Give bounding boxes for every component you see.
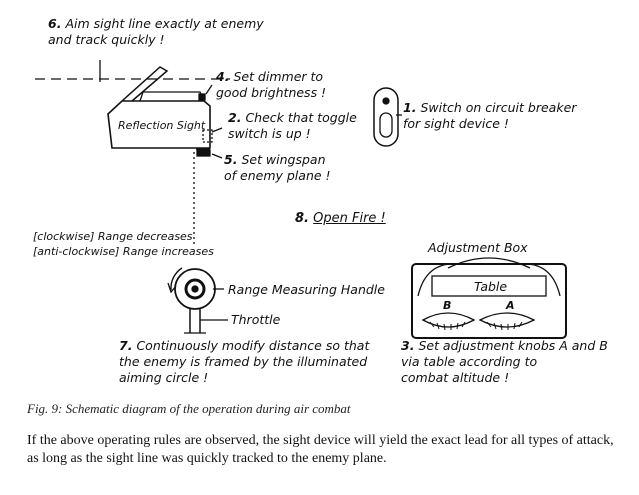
- step-2-label: 2. Check that toggle switch is up !: [228, 110, 357, 142]
- step-3-line3: combat altitude !: [401, 370, 510, 385]
- step-1-line1: Switch on circuit breaker: [420, 100, 577, 115]
- step-5-line1: Set wingspan: [241, 152, 326, 167]
- step-2-number: 2.: [228, 110, 242, 125]
- step-4-line1: Set dimmer to: [233, 69, 324, 84]
- range-increases-label: [anti-clockwise] Range increases: [33, 245, 214, 258]
- range-handle-label: Range Measuring Handle: [228, 282, 385, 297]
- step-6-number: 6.: [48, 16, 62, 31]
- step-4-label: 4. Set dimmer to good brightness !: [216, 69, 326, 101]
- step-1-number: 1.: [403, 100, 417, 115]
- toggle-switch: [202, 129, 213, 143]
- step-7-line1: Continuously modify distance so that: [136, 338, 370, 353]
- step-4-number: 4.: [216, 69, 230, 84]
- step-1-line2: for sight device !: [403, 116, 509, 131]
- knob-b-label: B: [443, 299, 452, 312]
- step-7-number: 7.: [119, 338, 133, 353]
- step-5-line2: of enemy plane !: [224, 168, 331, 183]
- wingspan-knob: [196, 149, 211, 157]
- open-fire-text: Open Fire !: [313, 211, 386, 226]
- step-5-label: 5. Set wingspan of enemy plane !: [224, 152, 331, 184]
- step-3-line2: via table according to: [401, 354, 538, 369]
- step-8-number: 8.: [295, 211, 309, 226]
- throttle-label: Throttle: [231, 312, 281, 327]
- diagram-artwork: [35, 60, 567, 339]
- reflector-glass: [121, 66, 169, 102]
- step-7-line3: aiming circle !: [119, 370, 209, 385]
- step-6-label: 6. Aim sight line exactly at enemy and t…: [48, 16, 264, 48]
- knob-a-label: A: [506, 299, 515, 312]
- step-2-line2: switch is up !: [228, 126, 311, 141]
- figure-caption: Fig. 9: Schematic diagram of the operati…: [27, 401, 351, 416]
- step-3-line1: Set adjustment knobs A and B: [418, 338, 608, 353]
- step-6-line2: and track quickly !: [48, 32, 165, 47]
- table-label: Table: [474, 279, 508, 294]
- step-4-line2: good brightness !: [216, 85, 327, 100]
- circuit-breaker: [373, 87, 399, 147]
- body-paragraph: If the above operating rules are observe…: [27, 433, 614, 466]
- step-6-line1: Aim sight line exactly at enemy: [65, 16, 264, 31]
- step-8-label: 8. Open Fire !: [295, 211, 386, 227]
- range-decreases-label: [clockwise] Range decreases: [33, 230, 193, 243]
- step-2-line1: Check that toggle: [245, 110, 357, 125]
- step-5-number: 5.: [224, 152, 238, 167]
- step-7-line2: the enemy is framed by the illuminated: [119, 354, 368, 369]
- step-3-label: 3. Set adjustment knobs A and B via tabl…: [401, 338, 608, 386]
- step-7-label: 7. Continuously modify distance so that …: [119, 338, 369, 386]
- range-handle: [167, 267, 228, 334]
- reflection-sight-label: Reflection Sight: [118, 119, 206, 132]
- adjustment-box-title: Adjustment Box: [428, 240, 528, 255]
- dimmer-knob: [198, 93, 206, 101]
- adjustment-box-art: [411, 257, 567, 339]
- step-3-number: 3.: [401, 338, 415, 353]
- step-1-label: 1. Switch on circuit breaker for sight d…: [403, 100, 576, 132]
